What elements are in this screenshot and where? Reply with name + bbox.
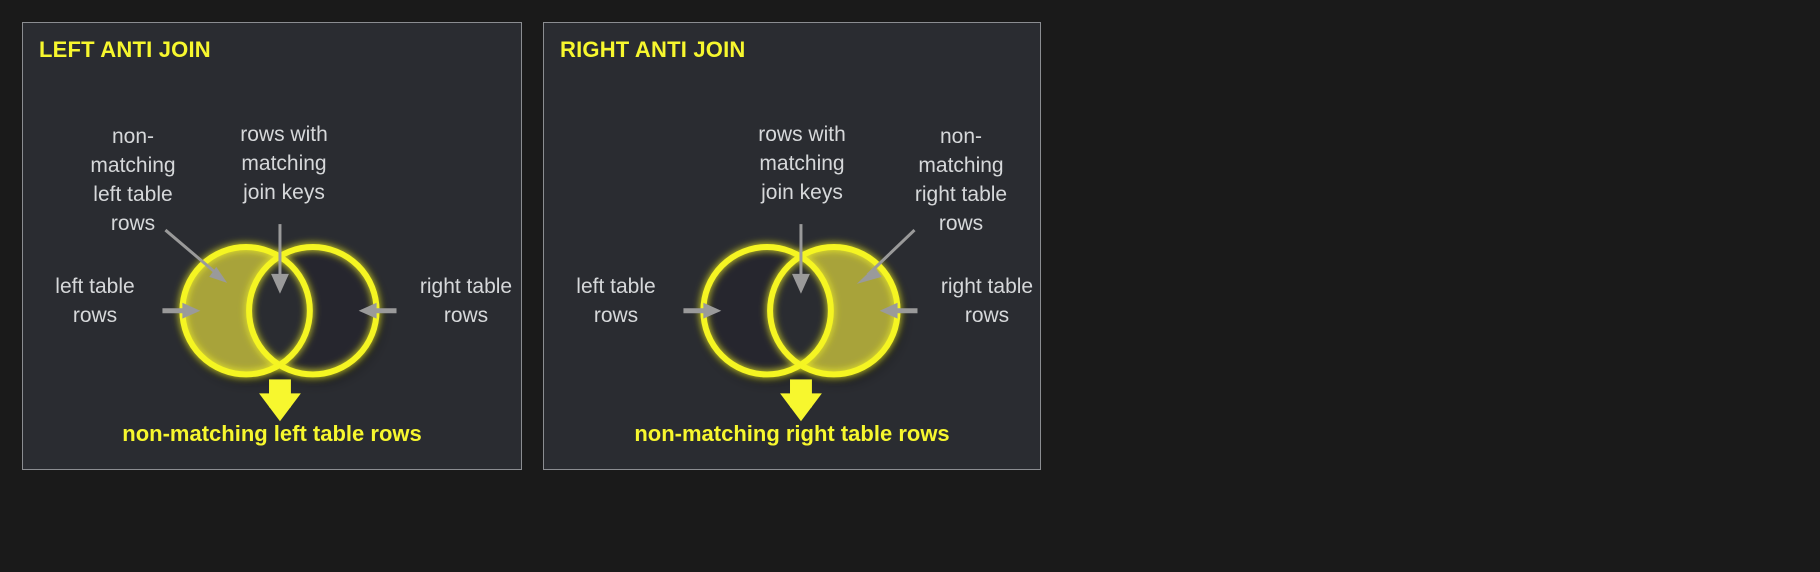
arrow-right-table-rows	[879, 302, 918, 319]
callout-non-matching-left-rows: non- matching left table rows	[90, 125, 176, 235]
panel-title: LEFT ANTI JOIN	[39, 37, 211, 62]
venn-stage: rows with matching join keys non- matchi…	[544, 23, 1040, 469]
leader-top-left	[164, 228, 228, 283]
leader-top-right	[271, 224, 289, 294]
venn-diagram	[683, 224, 918, 422]
result-caption: non-matching left table rows	[122, 421, 422, 446]
arrow-left-table-rows	[683, 302, 722, 319]
result-caption: non-matching right table rows	[634, 421, 950, 446]
leader-top-left	[792, 224, 810, 294]
leader-top-right	[856, 228, 916, 284]
callout-non-matching-right-rows: non- matching right table rows	[914, 125, 1008, 235]
panel-left-anti-join: LEFT ANTI JOIN	[22, 22, 522, 470]
down-arrow-icon	[780, 379, 822, 422]
panel-right-anti-join: RIGHT ANTI JOIN	[543, 22, 1041, 470]
callout-right-table-rows: right table rows	[419, 275, 513, 327]
panel-title: RIGHT ANTI JOIN	[560, 37, 746, 62]
callout-right-table-rows: right table rows	[940, 275, 1034, 327]
down-arrow-icon	[259, 379, 301, 422]
callout-matching-join-keys: rows with matching join keys	[758, 123, 846, 204]
callout-left-table-rows: left table rows	[55, 275, 135, 327]
venn-diagram	[162, 224, 397, 422]
arrow-right-table-rows	[358, 302, 397, 319]
callout-left-table-rows: left table rows	[576, 275, 656, 327]
callout-matching-join-keys: rows with matching join keys	[240, 123, 328, 204]
arrow-left-table-rows	[162, 302, 201, 319]
venn-stage: non- matching left table rows rows with …	[23, 23, 521, 469]
